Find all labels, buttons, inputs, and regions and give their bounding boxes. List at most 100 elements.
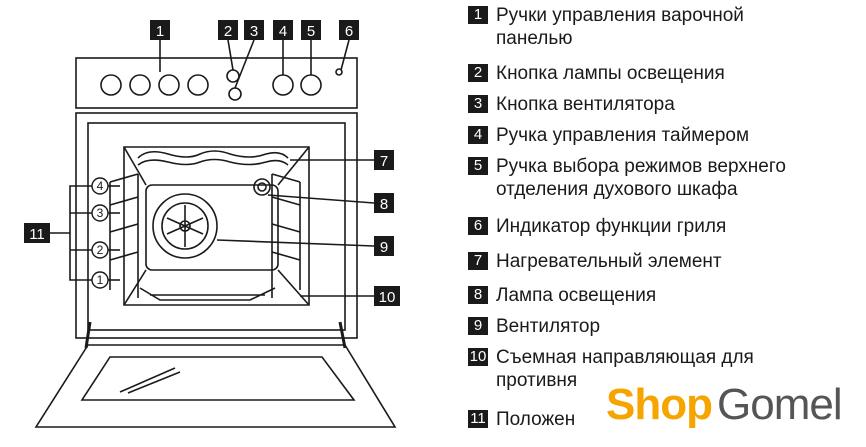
logo-shop-text: Shop [606,380,713,429]
callout-badge [301,20,321,40]
legend-number: 4 [468,126,488,144]
legend-item: 11 Положен [468,408,575,431]
legend-item: 4 Ручка управления таймером [468,124,749,147]
mode-knob [300,74,322,96]
legend-label: Съемная направляющая для противня [496,347,754,391]
oven-door [34,344,397,428]
callout-number: 8 [380,196,388,213]
fan-grill [166,205,204,247]
callout-badge [24,223,50,243]
oven-diagram: 4 3 2 1 1 2 3 4 5 6 7 8 9 10 11 [24,20,400,428]
callout-number: 9 [380,239,388,256]
legend-item: 3 Кнопка вентилятора [468,93,675,116]
hob-knob [158,74,180,96]
legend-number: 10 [468,348,488,366]
glass-reflection [127,371,181,394]
door-hinges [84,321,347,349]
callout-badge [374,193,394,213]
legend-item: 8 Лампа освещения [468,284,656,307]
legend-label: Положен [496,409,576,430]
callout-number: 5 [307,23,315,40]
legend-label: Вентилятор [496,316,601,337]
hob-knob [187,74,209,96]
oven-inner-frame [87,122,346,331]
callout-badge [273,20,293,40]
callout-number: 4 [279,23,287,40]
legend-number: 1 [468,6,488,24]
fan-button [228,87,242,101]
legend-number: 11 [468,410,488,428]
door-glass [80,356,356,401]
callout-badge [374,286,400,306]
level-label: 3 [97,206,104,220]
level-marker [91,204,109,222]
heating-element [137,150,289,159]
leader-3 [234,39,255,89]
legend-number: 2 [468,64,488,82]
legend-label: Кнопка вентилятора [496,94,675,115]
callout-badge [374,236,394,256]
level-label: 2 [97,243,104,257]
legend-item: 6 Индикатор функции гриля [468,215,726,238]
right-shelf-runners [271,173,301,261]
level-marker [91,271,109,289]
logo-gomel-text: Gomel [717,380,843,429]
callout-badge [339,20,359,40]
legend-item: 10 Съемная направляющая для противня [468,346,754,392]
legend-number: 8 [468,286,488,304]
level-marker [91,177,109,195]
leader-8 [267,194,375,204]
legend-number: 6 [468,217,488,235]
callout-number: 7 [380,153,388,170]
hob-knob [100,74,122,96]
cavity-edge [123,269,147,306]
legend-item: 2 Кнопка лампы освещения [468,62,725,85]
legend-label: Лампа освещения [496,285,657,306]
callout-badge [244,20,264,40]
legend-item: 9 Вентилятор [468,315,600,338]
callout-number: 3 [250,23,258,40]
legend-label: Нагревательный элемент [496,251,722,272]
legend-item: 7 Нагревательный элемент [468,250,722,273]
oven-lamp-core [257,182,267,192]
left-shelf-rails [109,174,139,298]
legend-number: 7 [468,252,488,270]
leader-11 [50,185,92,281]
legend-item: 1 Ручки управления варочной панелью [468,4,744,50]
control-panel [75,57,358,109]
legend-number: 9 [468,317,488,335]
legend-label: Ручка управления таймером [496,125,750,146]
callout-badge [218,20,238,40]
fan-blades [161,202,209,250]
oven-lamp [253,178,271,196]
heating-element [137,158,289,166]
leader-6 [340,39,350,71]
cavity-edge [123,146,147,186]
cavity-edge [277,269,310,306]
legend-item: 5 Ручка выбора режимов верхнего отделени… [468,155,786,201]
level-label: 4 [97,179,104,193]
shopgomel-logo: Shop Gomel [606,378,866,447]
callout-number: 2 [224,23,232,40]
legend-label: Кнопка лампы освещения [496,63,725,84]
level-label: 1 [97,273,104,287]
leader-9 [216,239,375,247]
cavity-back-wall [145,184,279,271]
callout-number: 10 [379,289,396,306]
glass-reflection [119,367,176,393]
legend-label: Индикатор функции гриля [496,216,727,237]
callout-number: 1 [156,23,164,40]
leader-2 [227,39,234,71]
left-shelf-runners [109,173,139,261]
callout-badge [374,150,394,170]
oven-body [75,112,358,339]
grill-indicator [335,68,343,76]
level-marker [91,241,109,259]
callout-number: 6 [345,23,353,40]
lamp-button [226,69,240,83]
callout-number: 11 [29,226,45,243]
bottom-element [139,287,276,301]
callout-badge [150,20,170,40]
legend-label: Ручки управления варочной панелью [496,5,744,49]
hob-knob [129,74,151,96]
